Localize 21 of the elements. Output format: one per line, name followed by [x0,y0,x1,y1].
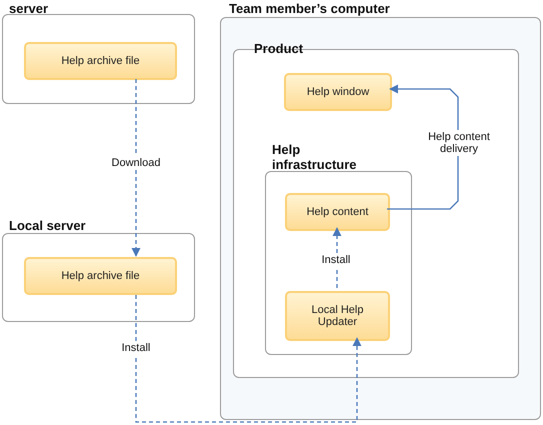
box-label: Local Help Updater [310,304,364,328]
container-title: Local server [9,218,86,233]
container-title: Product [254,41,304,56]
process-box [285,291,390,341]
process-box [24,257,177,295]
container-title: server [9,1,48,16]
edge-label: Install [320,253,352,267]
edge-label: Download [110,156,162,170]
arrow [135,295,362,423]
arrow [387,84,459,210]
edge-label: Install [120,341,152,355]
process-box [285,193,390,231]
process-box [284,73,392,111]
box-label: Help window [306,86,370,98]
container-title: Team member’s computer [229,1,390,16]
container-title: Help infrastructure [272,142,358,172]
box-label: Help archive file [61,270,140,282]
process-box [24,42,177,80]
arrow [131,79,141,257]
box-label: Help archive file [61,55,140,67]
box-label: Help content [306,206,368,218]
